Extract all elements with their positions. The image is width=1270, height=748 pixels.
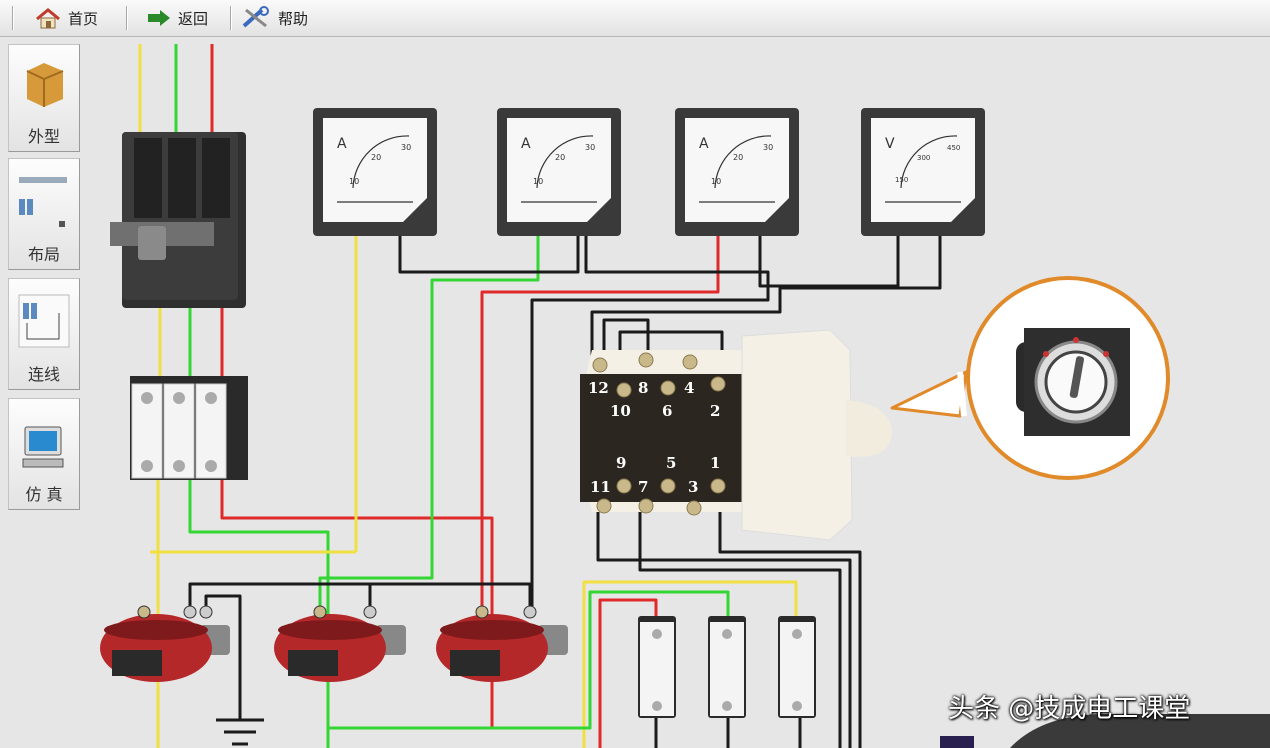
terminal-5-label: 5 xyxy=(666,454,676,472)
terminal-7-label: 7 xyxy=(638,478,648,496)
terminal-1-label: 1 xyxy=(710,454,720,472)
switch-terminals-top xyxy=(592,352,726,516)
sidebar-item-label: 仿 真 xyxy=(25,485,63,504)
svg-text:10: 10 xyxy=(711,177,721,186)
back-arrow-icon xyxy=(148,10,170,26)
layout-icon xyxy=(19,177,67,227)
meter-unit-label: A xyxy=(521,136,531,152)
help-label: 帮助 xyxy=(278,9,309,28)
back-label: 返回 xyxy=(178,9,209,28)
earth-symbol-icon xyxy=(216,718,264,746)
black-sw-bottom xyxy=(596,500,862,748)
small-fuse-1 xyxy=(638,616,676,718)
svg-text:20: 20 xyxy=(733,153,743,162)
svg-text:20: 20 xyxy=(555,153,565,162)
terminal-11-label: 11 xyxy=(590,478,611,496)
sidebar-item-appearance[interactable]: 外型 xyxy=(8,44,80,152)
computer-icon xyxy=(22,426,64,468)
toolbar-separator xyxy=(126,6,128,30)
svg-text:20: 20 xyxy=(371,153,381,162)
main-breaker xyxy=(110,132,246,308)
svg-text:450: 450 xyxy=(947,144,960,152)
sidebar-item-wiring[interactable]: 连线 xyxy=(8,278,80,390)
equipment-corner xyxy=(940,714,1270,748)
current-transformer-3 xyxy=(436,605,568,682)
sidebar-item-label: 布局 xyxy=(27,245,60,264)
black-wire-m1 xyxy=(398,236,580,274)
terminal-9-label: 9 xyxy=(616,454,626,472)
svg-text:10: 10 xyxy=(533,177,543,186)
small-fuse-3 xyxy=(778,616,816,718)
phase-red-main xyxy=(220,478,580,730)
svg-text:30: 30 xyxy=(401,143,411,152)
watermark-text: 头条 @技成电工课堂 xyxy=(948,694,1191,724)
meter-unit-label: A xyxy=(699,136,709,152)
terminal-12-label: 12 xyxy=(588,379,609,397)
rotary-selector-switch: 12 8 4 10 6 2 9 5 1 11 7 3 xyxy=(580,329,892,541)
svg-text:150: 150 xyxy=(895,176,908,184)
switch-knob-callout[interactable] xyxy=(890,276,1170,480)
help-button[interactable]: 帮助 xyxy=(240,4,308,32)
home-button[interactable]: 首页 xyxy=(34,4,98,32)
small-fuse-2 xyxy=(708,616,746,718)
back-button[interactable]: 返回 xyxy=(146,4,208,32)
red-tap-small-fuse xyxy=(598,598,658,748)
yellow-tap-small-fuse xyxy=(150,550,798,748)
svg-text:10: 10 xyxy=(349,177,359,186)
meter-unit-label: V xyxy=(885,136,895,152)
sidebar-item-layout[interactable]: 布局 xyxy=(8,158,80,270)
svg-text:30: 30 xyxy=(763,143,773,152)
toolbar-separator xyxy=(230,6,232,30)
meter-a2: A 10 20 30 xyxy=(497,108,621,236)
current-transformer-1 xyxy=(100,605,230,682)
toolbar-separator xyxy=(12,6,14,30)
svg-text:300: 300 xyxy=(917,154,930,162)
box-icon xyxy=(26,63,64,107)
wiring-icon xyxy=(18,294,70,348)
meter-unit-label: A xyxy=(337,136,347,152)
terminal-4-label: 4 xyxy=(684,379,694,397)
sidebar-item-label: 外型 xyxy=(27,127,60,146)
terminal-8-label: 8 xyxy=(638,379,648,397)
green-tap-small-fuse xyxy=(328,590,730,730)
sidebar-item-simulate[interactable]: 仿 真 xyxy=(8,398,80,510)
current-transformer-2 xyxy=(274,605,406,682)
main-fuse-block xyxy=(130,376,248,480)
help-tools-icon xyxy=(242,6,269,28)
black-wire-m3 xyxy=(758,236,900,288)
terminal-3-label: 3 xyxy=(688,478,698,496)
home-icon xyxy=(36,8,60,29)
terminal-2-label: 2 xyxy=(710,402,720,420)
terminal-10-label: 10 xyxy=(610,402,631,420)
meter-a3: A 10 20 30 xyxy=(675,108,799,236)
meter3-red xyxy=(480,236,720,615)
terminal-6-label: 6 xyxy=(662,402,672,420)
black-fuse-bottom xyxy=(654,716,802,748)
black-wire-m4 xyxy=(590,236,942,360)
svg-text:30: 30 xyxy=(585,143,595,152)
home-label: 首页 xyxy=(68,9,99,28)
left-sidebar: 外型 布局 连线 仿 真 xyxy=(8,44,80,510)
sidebar-item-label: 连线 xyxy=(27,365,60,384)
meter-v: V 150 300 450 xyxy=(861,108,985,236)
wires xyxy=(138,44,942,748)
top-toolbar: 首页 返回 帮助 xyxy=(0,0,1270,37)
meter-a1: A 10 20 30 xyxy=(313,108,437,236)
